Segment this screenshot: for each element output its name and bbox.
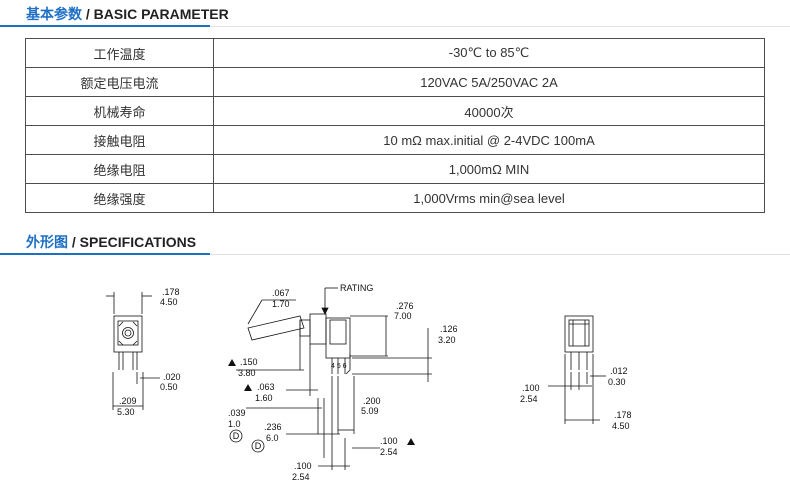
dim-label: 1.0 (228, 419, 241, 429)
dim-label: 1.70 (272, 299, 290, 309)
param-value: 1,000Vrms min@sea level (213, 183, 765, 213)
rear-view (548, 315, 606, 424)
table-row: 工作温度-30℃ to 85℃ (25, 38, 765, 68)
param-value: 120VAC 5A/250VAC 2A (213, 67, 765, 97)
param-key: 额定电压电流 (25, 67, 214, 97)
dim-label: 2.54 (292, 472, 310, 482)
dim-label: .100 (380, 436, 398, 446)
dim-label: 4.50 (160, 297, 178, 307)
param-value: 40000次 (213, 96, 765, 126)
basic-parameter-header: 基本参数 / BASIC PARAMETER (0, 0, 790, 27)
dim-label: 5.30 (117, 407, 135, 417)
dim-label: 3.80 (238, 368, 256, 378)
specifications-header: 外形图 / SPECIFICATIONS (0, 228, 790, 255)
dim-label: 7.00 (394, 311, 412, 321)
dim-label: 1.60 (255, 393, 273, 403)
section-title: 基本参数 / BASIC PARAMETER (26, 6, 229, 22)
pin-numbers: 4 5 6 (331, 363, 347, 370)
dim-label: 3.20 (438, 335, 456, 345)
front-view (106, 292, 160, 410)
header-accent-line (0, 253, 210, 255)
triangle-marker-icon (228, 359, 236, 366)
dim-label: .039 (228, 408, 246, 418)
param-value: 10 mΩ max.initial @ 2-4VDC 100mA (213, 125, 765, 155)
param-key: 机械寿命 (25, 96, 214, 126)
dim-label: .012 (610, 366, 628, 376)
header-accent-line (0, 25, 210, 27)
svg-text:D: D (255, 441, 262, 451)
dim-label: .150 (240, 357, 258, 367)
param-key: 工作温度 (25, 38, 214, 68)
dim-label: 5.09 (361, 406, 379, 416)
dim-label: 0.50 (160, 382, 178, 392)
dim-label: .276 (396, 301, 414, 311)
dim-label: .126 (440, 324, 458, 334)
dim-label: .100 (522, 383, 540, 393)
triangle-marker-icon (407, 438, 415, 445)
dim-label: 2.54 (520, 394, 538, 404)
param-value: 1,000mΩ MIN (213, 154, 765, 184)
dim-label: .020 (163, 372, 181, 382)
dim-label: .178 (162, 287, 180, 297)
dim-label: 0.30 (608, 377, 626, 387)
dim-label: .200 (363, 396, 381, 406)
rating-label: RATING (340, 283, 373, 293)
dim-label: 6.0 (266, 433, 279, 443)
dim-label: .100 (294, 461, 312, 471)
dimension-drawing: D D .178 4.50 .020 0.50 .209 5.30 RATING… (106, 283, 632, 482)
d-marker-icon: D (229, 429, 243, 443)
dim-label: .063 (257, 382, 275, 392)
param-key: 绝缘电阻 (25, 154, 214, 184)
triangle-marker-icon (244, 384, 252, 391)
svg-text:D: D (233, 431, 240, 441)
dim-label: .236 (264, 422, 282, 432)
dim-label: 2.54 (380, 447, 398, 457)
param-key: 绝缘强度 (25, 183, 214, 213)
param-key: 接触电阻 (25, 125, 214, 155)
side-view (236, 287, 432, 470)
dim-label: .209 (119, 396, 137, 406)
dim-label: .178 (614, 410, 632, 420)
dim-label: .067 (272, 288, 290, 298)
dim-label: 4.50 (612, 421, 630, 431)
param-value: -30℃ to 85℃ (213, 38, 765, 68)
section-title: 外形图 / SPECIFICATIONS (26, 234, 197, 250)
d-marker-icon: D (251, 439, 265, 453)
